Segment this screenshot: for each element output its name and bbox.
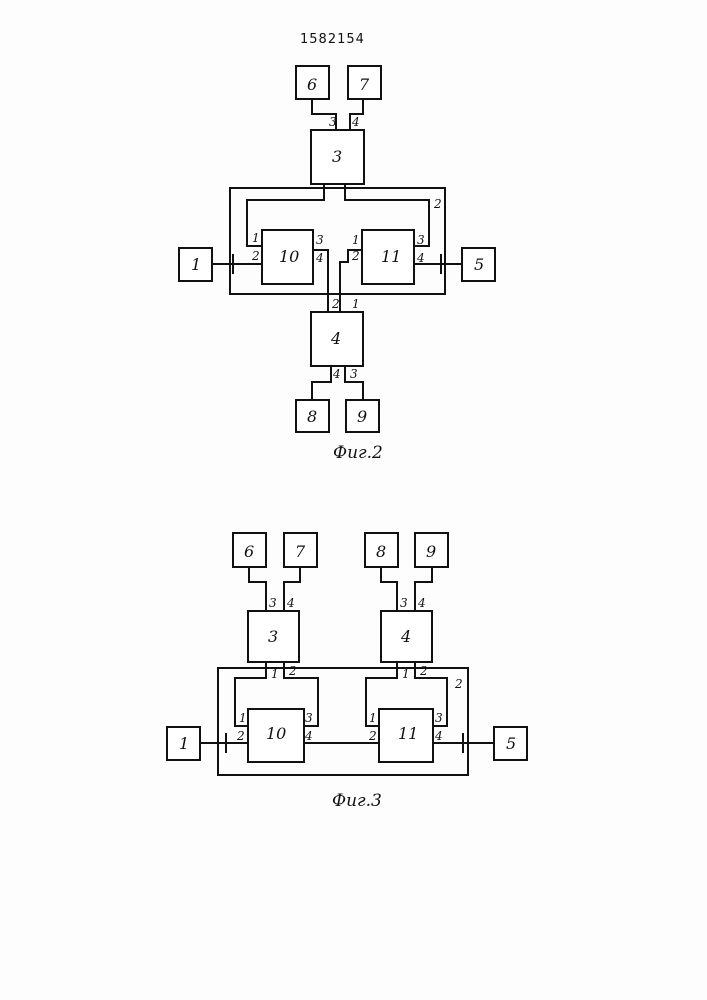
fig3-label-6: 6 (244, 542, 254, 561)
fig2-pin-10-3: 3 (316, 233, 324, 247)
fig3-label-1: 1 (179, 734, 189, 753)
figure-2: 6 7 3 10 11 1 5 4 8 9 3 4 2 1 2 3 4 1 2 … (179, 66, 495, 463)
fig3-pin-4-3: 3 (400, 596, 408, 610)
fig2-pin-4-2: 2 (331, 297, 340, 311)
fig3-pin-4-1: 1 (402, 667, 410, 681)
fig2-pin-11-1: 1 (352, 233, 360, 247)
fig3-wire-6-3 (249, 567, 266, 611)
fig2-pin-4-3: 3 (350, 367, 358, 381)
fig2-pin-3-in3: 3 (329, 115, 337, 129)
fig3-label-11: 11 (398, 724, 418, 743)
fig3-pin-3-2: 2 (288, 664, 297, 678)
fig2-pin-4-4: 4 (332, 367, 341, 381)
fig3-wire-8-4 (381, 567, 397, 611)
fig2-pin-3-in4: 4 (351, 115, 360, 129)
fig2-label-10: 10 (279, 247, 299, 266)
fig3-pin-10-3: 3 (305, 711, 313, 725)
fig3-pin-11-1: 1 (369, 711, 377, 725)
fig2-label-3: 3 (332, 147, 342, 166)
fig3-label-8: 8 (376, 542, 386, 561)
fig3-pin-4-4: 4 (417, 596, 426, 610)
fig3-label-4: 4 (400, 627, 411, 646)
fig2-pin-11-4: 4 (416, 251, 425, 265)
fig3-pin-frame-2: 2 (454, 677, 463, 691)
figure-3: 6 7 8 9 3 4 10 11 1 5 3 4 3 4 1 2 1 2 2 … (167, 533, 527, 811)
fig2-caption: Фиг.2 (333, 443, 383, 463)
fig3-label-5: 5 (506, 734, 516, 753)
fig3-pin-3-3: 3 (269, 596, 277, 610)
fig3-pin-11-4: 4 (434, 729, 443, 743)
fig3-pin-10-4: 4 (304, 729, 313, 743)
fig2-label-1: 1 (191, 255, 201, 274)
fig2-label-8: 8 (307, 407, 317, 426)
fig3-label-10: 10 (266, 724, 286, 743)
fig2-pin-10-1: 1 (252, 231, 260, 245)
fig3-caption: Фиг.3 (332, 791, 382, 811)
fig3-pin-3-4: 4 (286, 596, 295, 610)
fig3-label-9: 9 (426, 542, 436, 561)
fig3-pin-3-1: 1 (271, 667, 279, 681)
fig3-pin-11-3: 3 (435, 711, 443, 725)
fig3-label-7: 7 (295, 542, 306, 561)
fig3-pin-4-2: 2 (419, 664, 428, 678)
fig2-label-7: 7 (359, 75, 370, 94)
fig3-pin-10-2: 2 (236, 729, 245, 743)
fig2-pin-11-3: 3 (417, 233, 425, 247)
fig2-label-11: 11 (381, 247, 401, 266)
fig3-pin-10-1: 1 (239, 711, 247, 725)
fig3-label-3: 3 (268, 627, 278, 646)
fig2-pin-4-1: 1 (352, 297, 360, 311)
fig2-wire-4-8 (312, 366, 331, 400)
fig2-label-9: 9 (357, 407, 367, 426)
fig2-label-6: 6 (307, 75, 317, 94)
fig3-pin-11-2: 2 (368, 729, 377, 743)
fig2-label-4: 4 (330, 329, 341, 348)
fig2-pin-frame-2: 2 (433, 197, 442, 211)
fig2-pin-11-2: 2 (351, 249, 360, 263)
fig2-pin-10-4: 4 (315, 251, 324, 265)
fig2-label-5: 5 (474, 255, 484, 274)
fig2-pin-10-2: 2 (251, 249, 260, 263)
